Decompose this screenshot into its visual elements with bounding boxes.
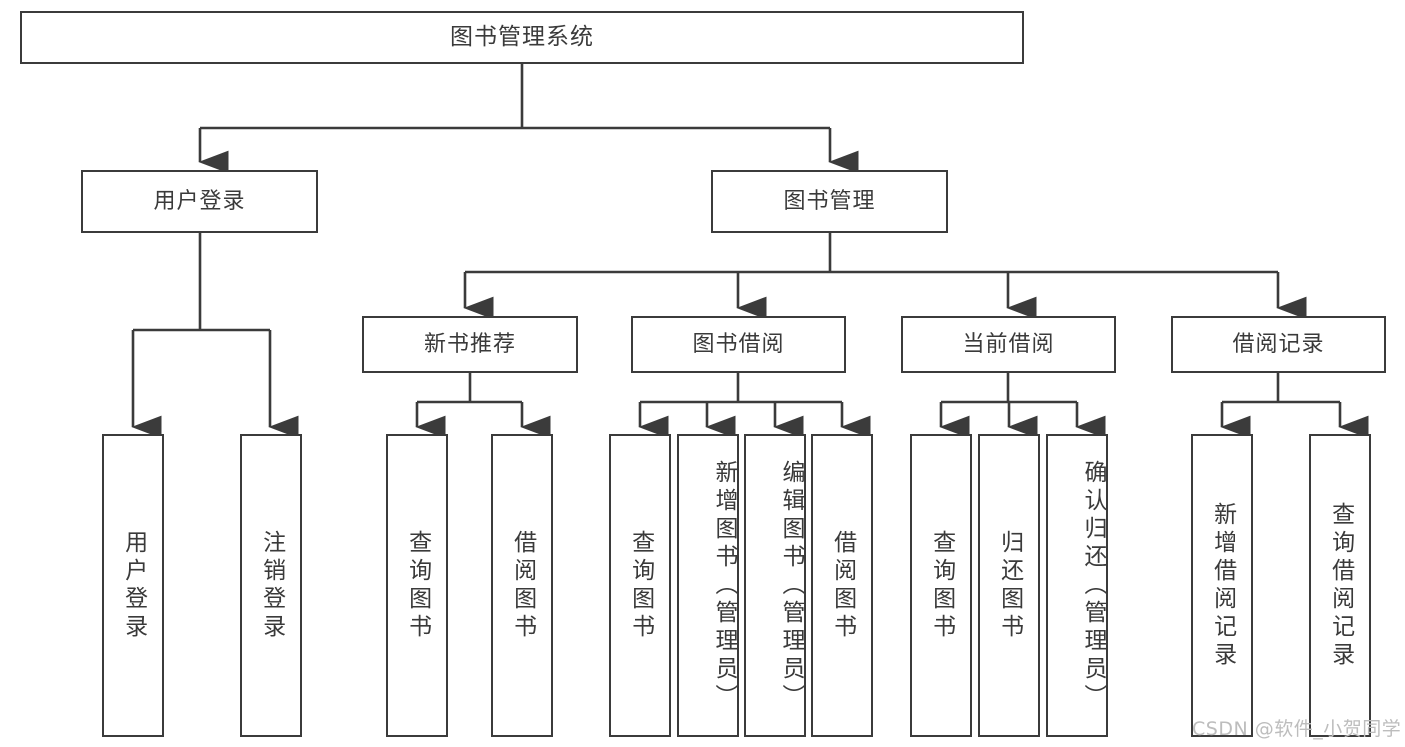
node-user-login[interactable]: 用户登录 <box>81 170 318 233</box>
node-leaf-user-login-label: 用户登录 <box>120 529 147 642</box>
node-leaf-query-book-2-label: 查询图书 <box>627 529 654 642</box>
node-leaf-user-logout[interactable]: 注销登录 <box>240 434 302 737</box>
node-leaf-confirm-return-label: 确认归还（管理员） <box>1080 459 1106 712</box>
node-borrow-record-label: 借阅记录 <box>1232 331 1325 357</box>
node-leaf-query-book-1-label: 查询图书 <box>404 529 431 642</box>
node-leaf-edit-book[interactable]: 编辑图书（管理员） <box>744 434 806 737</box>
node-leaf-add-book[interactable]: 新增图书（管理员） <box>677 434 739 737</box>
node-current-borrow-label: 当前借阅 <box>962 331 1055 357</box>
node-leaf-user-logout-label: 注销登录 <box>258 529 285 642</box>
watermark: CSDN @软件_小贺同学 <box>1192 718 1402 740</box>
node-leaf-add-book-label: 新增图书（管理员） <box>711 459 737 712</box>
node-leaf-borrow-book-1[interactable]: 借阅图书 <box>491 434 553 737</box>
node-leaf-query-book-2[interactable]: 查询图书 <box>609 434 671 737</box>
node-root[interactable]: 图书管理系统 <box>20 11 1024 64</box>
node-book-borrow-label: 图书借阅 <box>692 331 785 357</box>
node-leaf-borrow-book-2-label: 借阅图书 <box>829 529 856 642</box>
node-leaf-query-book-3-label: 查询图书 <box>928 529 955 642</box>
node-book-manage-label: 图书管理 <box>783 188 876 214</box>
node-leaf-edit-book-label: 编辑图书（管理员） <box>778 459 804 712</box>
node-leaf-query-record-label: 查询借阅记录 <box>1327 501 1354 670</box>
node-user-login-label: 用户登录 <box>153 188 246 214</box>
node-leaf-return-book-label: 归还图书 <box>996 529 1023 642</box>
node-leaf-query-book-1[interactable]: 查询图书 <box>386 434 448 737</box>
node-book-manage[interactable]: 图书管理 <box>711 170 948 233</box>
node-current-borrow[interactable]: 当前借阅 <box>901 316 1116 373</box>
node-leaf-borrow-book-2[interactable]: 借阅图书 <box>811 434 873 737</box>
node-leaf-add-record[interactable]: 新增借阅记录 <box>1191 434 1253 737</box>
node-leaf-borrow-book-1-label: 借阅图书 <box>509 529 536 642</box>
node-new-book-recommend[interactable]: 新书推荐 <box>362 316 578 373</box>
node-leaf-return-book[interactable]: 归还图书 <box>978 434 1040 737</box>
node-leaf-query-book-3[interactable]: 查询图书 <box>910 434 972 737</box>
node-root-label: 图书管理系统 <box>450 23 594 50</box>
node-borrow-record[interactable]: 借阅记录 <box>1171 316 1386 373</box>
node-leaf-confirm-return[interactable]: 确认归还（管理员） <box>1046 434 1108 737</box>
node-new-book-recommend-label: 新书推荐 <box>423 331 516 357</box>
node-leaf-add-record-label: 新增借阅记录 <box>1209 501 1236 670</box>
node-leaf-user-login[interactable]: 用户登录 <box>102 434 164 737</box>
node-book-borrow[interactable]: 图书借阅 <box>631 316 846 373</box>
node-leaf-query-record[interactable]: 查询借阅记录 <box>1309 434 1371 737</box>
